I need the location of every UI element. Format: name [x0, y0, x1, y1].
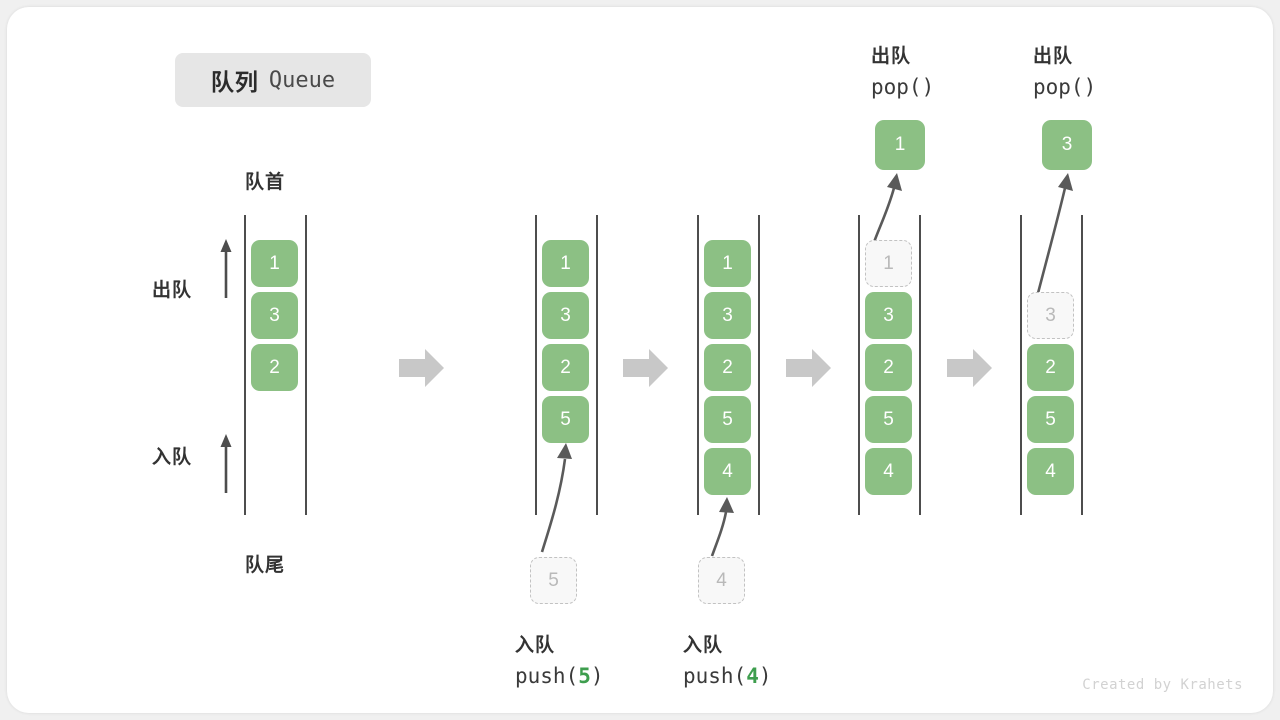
- front-label: 队首: [245, 172, 286, 193]
- queue-cell: 2: [1027, 344, 1074, 391]
- queue-cell: 5: [1027, 396, 1074, 443]
- step-arrow-icon: [399, 349, 444, 387]
- dequeue-direction-arrow-icon: [220, 239, 232, 298]
- column-caption-code: push(4): [683, 664, 772, 688]
- enqueue-direction-arrow-icon: [220, 434, 232, 493]
- pop-motion-arrow-icon: [871, 173, 902, 246]
- dequeued-ghost-cell: 3: [1027, 292, 1074, 339]
- title-label-cn: 队列: [210, 69, 259, 95]
- code-suffix: ): [758, 664, 772, 688]
- code-suffix: ): [1083, 75, 1097, 99]
- queue-cell: 2: [251, 344, 298, 391]
- step-arrow-icon: [947, 349, 992, 387]
- queue-rail-left-col3: [697, 215, 699, 515]
- incoming-ghost-cell: 4: [698, 557, 745, 604]
- queue-cell: 4: [704, 448, 751, 495]
- dequeued-ghost-cell: 1: [865, 240, 912, 287]
- step-arrow-icon: [786, 349, 831, 387]
- queue-cell: 5: [542, 396, 589, 443]
- queue-rail-right-col3: [758, 215, 760, 515]
- code-suffix: ): [921, 75, 935, 99]
- queue-cell: 4: [865, 448, 912, 495]
- queue-cell: 1: [704, 240, 751, 287]
- queue-cell: 3: [704, 292, 751, 339]
- queue-cell: 3: [251, 292, 298, 339]
- enqueue-direction-label: 入队: [152, 447, 193, 468]
- queue-cell: 3: [542, 292, 589, 339]
- code-prefix: pop(: [1033, 75, 1084, 99]
- pop-motion-arrow-icon: [1035, 173, 1073, 298]
- code-prefix: push(: [515, 664, 579, 688]
- column-caption-code: pop(): [871, 75, 934, 99]
- queue-rail-left-col1: [244, 215, 246, 515]
- queue-rail-left-col5: [1020, 215, 1022, 515]
- queue-cell: 2: [542, 344, 589, 391]
- title-badge: 队列 Queue: [175, 53, 371, 107]
- column-caption-cn: 入队: [683, 635, 724, 656]
- queue-cell: 5: [704, 396, 751, 443]
- step-arrow-icon: [623, 349, 668, 387]
- column-caption-cn: 出队: [1033, 46, 1074, 67]
- code-arg: 5: [578, 664, 591, 688]
- column-caption-cn: 出队: [871, 46, 912, 67]
- queue-cell: 2: [865, 344, 912, 391]
- queue-rail-left-col4: [858, 215, 860, 515]
- diagram-card: 队列 Queue 队首 队尾 出队 入队 1 3 2 1 3 2 5: [7, 7, 1273, 713]
- code-prefix: push(: [683, 664, 747, 688]
- queue-cell: 1: [251, 240, 298, 287]
- queue-rail-right-col1: [305, 215, 307, 515]
- column-caption-code: pop(): [1033, 75, 1096, 99]
- queue-cell: 2: [704, 344, 751, 391]
- code-prefix: pop(: [871, 75, 922, 99]
- push-motion-arrow-icon: [540, 443, 572, 553]
- queue-cell: 4: [1027, 448, 1074, 495]
- code-suffix: ): [590, 664, 604, 688]
- column-caption-cn: 入队: [515, 635, 556, 656]
- rear-label: 队尾: [245, 555, 286, 576]
- code-arg: 4: [746, 664, 759, 688]
- popped-cell: 3: [1042, 120, 1092, 170]
- queue-rail-right-col2: [596, 215, 598, 515]
- queue-cell: 3: [865, 292, 912, 339]
- queue-cell: 5: [865, 396, 912, 443]
- watermark-credit: Created by Krahets: [1082, 677, 1243, 693]
- popped-cell: 1: [875, 120, 925, 170]
- title-label-en: Queue: [268, 67, 336, 93]
- queue-cell: 1: [542, 240, 589, 287]
- push-motion-arrow-icon: [710, 497, 734, 557]
- queue-rail-left-col2: [535, 215, 537, 515]
- queue-rail-right-col4: [919, 215, 921, 515]
- incoming-ghost-cell: 5: [530, 557, 577, 604]
- column-caption-code: push(5): [515, 664, 604, 688]
- queue-rail-right-col5: [1081, 215, 1083, 515]
- dequeue-direction-label: 出队: [152, 280, 193, 301]
